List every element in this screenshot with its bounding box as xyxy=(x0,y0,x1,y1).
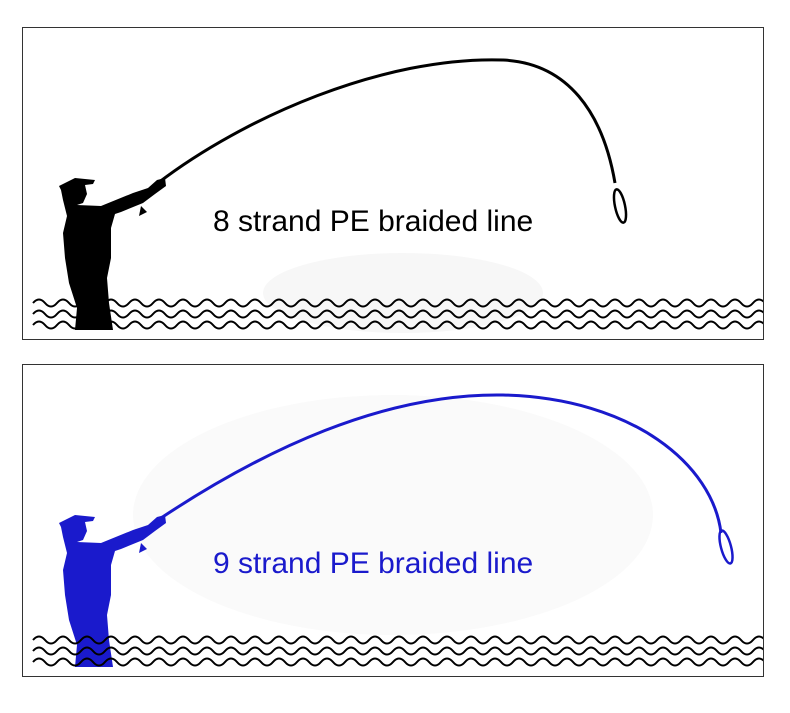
panel-8-strand: 8 strand PE braided line xyxy=(22,27,764,340)
water-waves xyxy=(32,298,763,330)
angler-silhouette-blue xyxy=(59,515,166,667)
caption-8-strand: 8 strand PE braided line xyxy=(213,205,534,238)
panel-9-strand: 9 strand PE braided line xyxy=(22,364,764,677)
caption-9-strand: 9 strand PE braided line xyxy=(213,547,534,580)
water-waves-bottom xyxy=(32,635,763,667)
line-loop xyxy=(612,188,628,224)
wave-line xyxy=(32,635,763,645)
wave-line xyxy=(32,657,763,667)
wave-line xyxy=(32,298,763,308)
fishing-illustration xyxy=(32,58,763,333)
wave-line xyxy=(32,646,763,656)
fishing-rod xyxy=(157,58,617,185)
line-loop-blue xyxy=(718,529,734,565)
fishing-rod-blue xyxy=(157,393,723,534)
wave-line xyxy=(32,309,763,319)
wave-line xyxy=(32,320,763,330)
angler-silhouette xyxy=(59,178,166,330)
fishing-illustration-blue xyxy=(32,393,763,667)
